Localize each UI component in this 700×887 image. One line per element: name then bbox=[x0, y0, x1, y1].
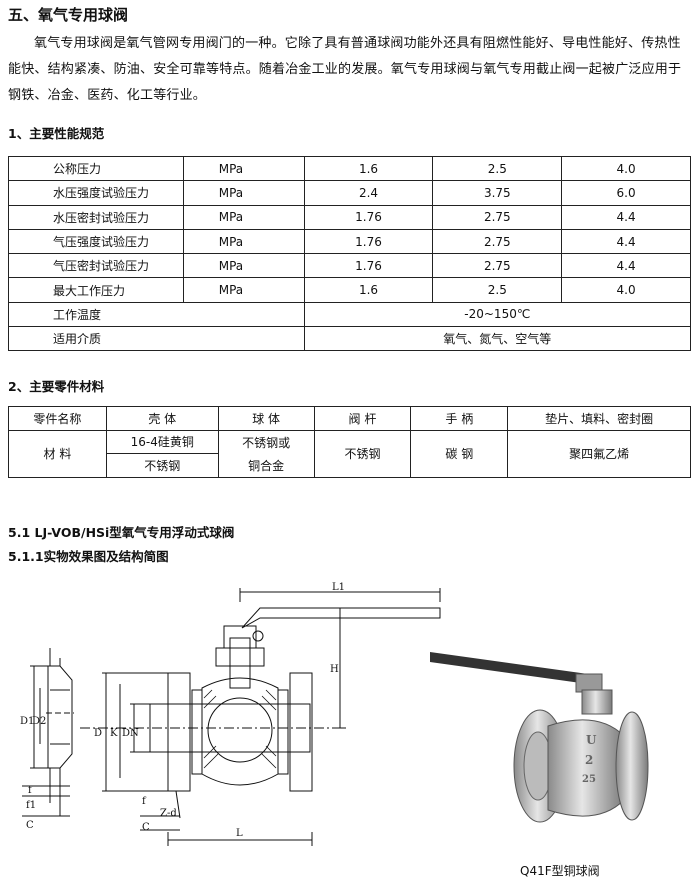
label-c-left: C bbox=[26, 820, 34, 831]
side-flange-view bbox=[46, 648, 74, 816]
label-k: K bbox=[110, 728, 118, 739]
dim-l bbox=[167, 832, 313, 846]
dim-f-c-left bbox=[22, 785, 70, 817]
left-flange bbox=[167, 672, 191, 792]
ball bbox=[207, 697, 273, 763]
dim-d bbox=[102, 672, 168, 792]
dim-dn bbox=[130, 703, 150, 753]
dim-c-mid bbox=[140, 815, 180, 831]
valve-body bbox=[201, 677, 279, 786]
valve-structure-drawing: L1 H D1 D2 D K DN f f1 C f C Z-d L bbox=[20, 582, 441, 846]
photo-mark-25: 25 bbox=[582, 774, 596, 785]
section-5-1-1-title: 5.1.1实物效果图及结构简图 bbox=[8, 549, 169, 564]
table-row: 不锈钢 铜合金 bbox=[9, 453, 691, 478]
label-f1: f1 bbox=[26, 800, 36, 811]
label-dn: DN bbox=[122, 728, 139, 739]
materials-table: 零件名称 壳 体 球 体 阀 杆 手 柄 垫片、填料、密封圈 材 料 16-4硅… bbox=[8, 406, 691, 478]
dim-zd bbox=[175, 790, 181, 819]
valve-photo: U 2 25 bbox=[430, 652, 649, 823]
label-c-mid: C bbox=[142, 822, 150, 833]
stem bbox=[229, 637, 251, 689]
handle bbox=[241, 607, 441, 629]
photo-right-flange bbox=[615, 711, 649, 821]
label-d1: D1 bbox=[20, 716, 34, 727]
dim-l1 bbox=[239, 588, 441, 602]
photo-mark-u: U bbox=[586, 733, 597, 747]
label-f-mid: f bbox=[142, 796, 147, 807]
table-row: 适用介质氧气、氮气、空气等 bbox=[8, 326, 692, 352]
label-l1: L1 bbox=[332, 582, 345, 593]
section-5-1-title: 5.1 LJ-VOB/HSi型氧气专用浮动式球阀 bbox=[8, 525, 235, 540]
photo-caption: Q41F型铜球阀 bbox=[520, 864, 600, 878]
page-heading: 五、氧气专用球阀 bbox=[8, 6, 129, 24]
section1-title: 1、主要性能规范 bbox=[8, 126, 105, 141]
intro-paragraph: 氧气专用球阀是氧气管网专用阀门的一种。它除了具有普通球阀功能外还具有阻燃性能好、… bbox=[8, 36, 682, 103]
label-f: f bbox=[28, 785, 33, 796]
table-row: 工作温度-20~150℃ bbox=[8, 301, 692, 328]
label-zd: Z-d bbox=[160, 808, 177, 819]
photo-mark-2: 2 bbox=[585, 753, 593, 767]
dim-h bbox=[334, 607, 346, 729]
section2-title: 2、主要零件材料 bbox=[8, 379, 105, 394]
dim-d1 bbox=[30, 665, 54, 769]
right-flange bbox=[289, 672, 313, 792]
table-row: 材 料 16-4硅黄铜 不锈钢或 不锈钢 碳 钢 聚四氟乙烯 bbox=[8, 429, 691, 478]
label-d: D bbox=[94, 728, 102, 739]
table-header-row: 零件名称 壳 体 球 体 阀 杆 手 柄 垫片、填料、密封圈 bbox=[8, 406, 691, 431]
label-d2: D2 bbox=[32, 716, 46, 727]
label-l: L bbox=[236, 828, 243, 839]
label-h: H bbox=[330, 664, 339, 675]
photo-handle bbox=[430, 652, 588, 684]
